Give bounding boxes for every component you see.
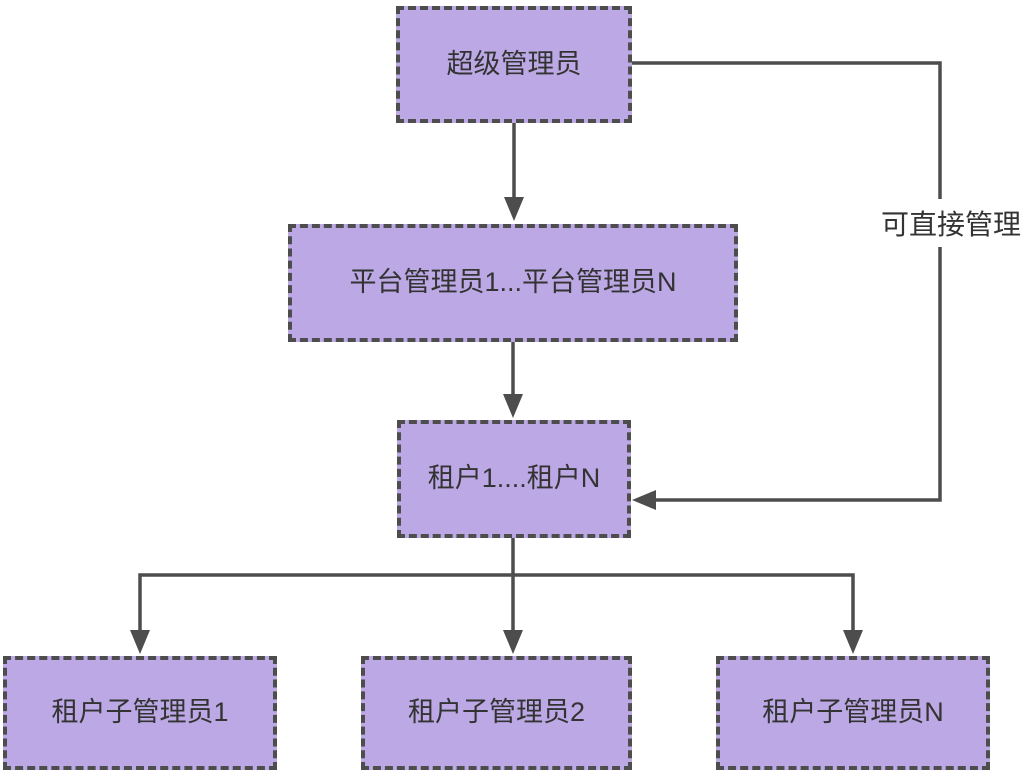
edge-label-direct-manage: 可直接管理 xyxy=(878,199,1024,247)
node-tenants: 租户1....租户N xyxy=(397,420,631,538)
arrowhead-down-icon xyxy=(503,394,523,418)
arrowhead-down-icon xyxy=(503,630,523,654)
arrowhead-down-icon xyxy=(504,197,524,221)
node-tenant-sub-admin-1-label: 租户子管理员1 xyxy=(51,697,229,728)
edge-platform-to-tenants xyxy=(503,342,523,418)
edge-tenants-branch-rail xyxy=(130,573,863,654)
edge-super-to-platform xyxy=(504,122,524,221)
node-platform-admins-label: 平台管理员1...平台管理员N xyxy=(349,267,677,298)
node-super-admin: 超级管理员 xyxy=(396,6,632,123)
arrowhead-left-icon xyxy=(632,490,656,510)
node-super-admin-label: 超级管理员 xyxy=(446,48,582,79)
arrowhead-down-icon xyxy=(843,630,863,654)
node-tenant-sub-admin-2: 租户子管理员2 xyxy=(361,656,632,770)
node-tenants-label: 租户1....租户N xyxy=(427,463,601,494)
node-tenant-sub-admin-1: 租户子管理员1 xyxy=(3,656,277,770)
edge-tenants-to-sub2 xyxy=(503,538,523,654)
edge-super-to-tenants-direct xyxy=(632,61,942,510)
node-tenant-sub-admin-n-label: 租户子管理员N xyxy=(762,697,944,728)
node-tenant-sub-admin-2-label: 租户子管理员2 xyxy=(407,697,586,728)
node-platform-admins: 平台管理员1...平台管理员N xyxy=(288,224,738,342)
node-tenant-sub-admin-n: 租户子管理员N xyxy=(716,656,990,770)
arrowhead-down-icon xyxy=(130,630,150,654)
